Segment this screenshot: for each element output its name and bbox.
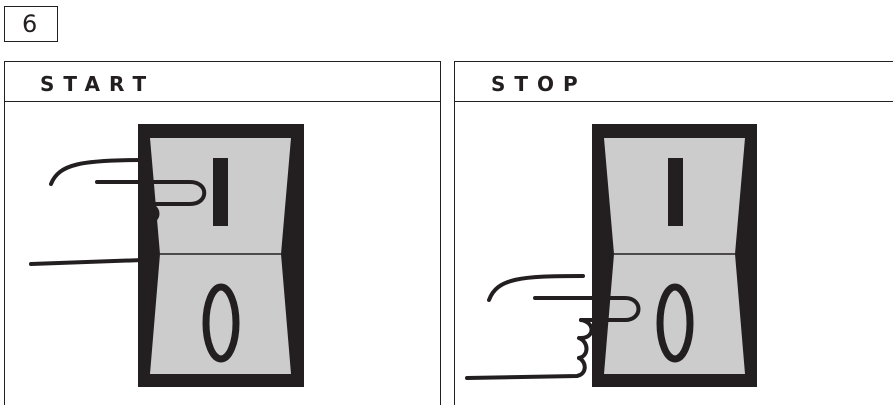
start-panel-title: START: [5, 62, 440, 102]
step-number-text: 6: [22, 10, 37, 38]
start-illustration: [5, 102, 442, 406]
rocker-switch: [592, 124, 757, 387]
start-panel: START: [4, 61, 441, 405]
stop-illustration: [455, 102, 893, 406]
on-symbol-icon: [668, 158, 683, 226]
stop-panel: STOP: [454, 61, 893, 405]
on-symbol-icon: [213, 158, 228, 226]
rocker-switch: [138, 124, 304, 387]
stop-panel-title: STOP: [455, 62, 893, 102]
step-number: 6: [4, 6, 58, 42]
